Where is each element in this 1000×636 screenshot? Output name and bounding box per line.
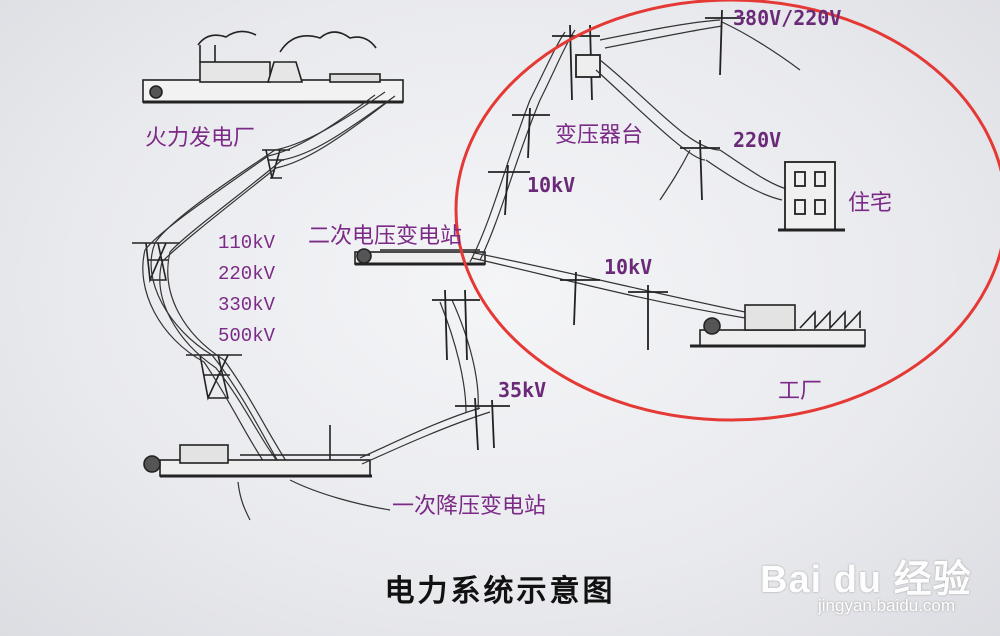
factory-label: 工厂 (778, 379, 823, 404)
thermal-plant-label: 火力发电厂 (145, 126, 256, 151)
10kv-lines (469, 29, 746, 319)
voltage-220v-label: 220V (733, 128, 782, 152)
transformer-platform-label: 变压器台 (555, 123, 644, 148)
voltage-10kv-factory-label: 10kV (604, 255, 653, 279)
baidu-watermark: Bai du 经验 (760, 559, 972, 601)
thermal-power-plant-drawing (142, 30, 404, 104)
voltage-330kv: 330kV (218, 294, 276, 316)
factory-drawing (690, 304, 866, 348)
transmission-tower-3 (186, 354, 242, 401)
low-voltage-poles (680, 9, 745, 201)
diagram-title: 电力系统示意图 (384, 574, 616, 609)
residence-drawing (778, 161, 845, 232)
voltage-380-220v-label: 380V/220V (733, 6, 842, 30)
primary-substation-drawing (143, 425, 372, 478)
secondary-substation-poles (432, 289, 480, 361)
transmission-voltage-list: 110kV 220kV 330kV 500kV (218, 228, 275, 352)
baidu-watermark-url: jingyan.baidu.com (818, 596, 956, 615)
voltage-10kv-left-label: 10kV (527, 173, 576, 197)
secondary-substation-drawing (354, 248, 486, 266)
transmission-lines (142, 91, 396, 473)
35kv-pole (455, 397, 510, 451)
low-voltage-lines (595, 19, 801, 201)
voltage-500kv: 500kV (218, 325, 276, 347)
voltage-220kv: 220kV (218, 263, 276, 285)
transmission-tower-2 (132, 242, 180, 284)
primary-substation-label: 一次降压变电站 (392, 494, 547, 519)
voltage-35kv-label: 35kV (498, 378, 547, 402)
highlight-ellipse (454, 0, 1000, 422)
transformer-platform-drawing (552, 24, 601, 101)
voltage-110kv: 110kV (218, 232, 276, 254)
secondary-substation-label: 二次电压变电站 (308, 224, 463, 249)
35kv-lines (237, 299, 491, 521)
10kv-poles (488, 107, 668, 350)
residence-label: 住宅 (848, 191, 893, 216)
